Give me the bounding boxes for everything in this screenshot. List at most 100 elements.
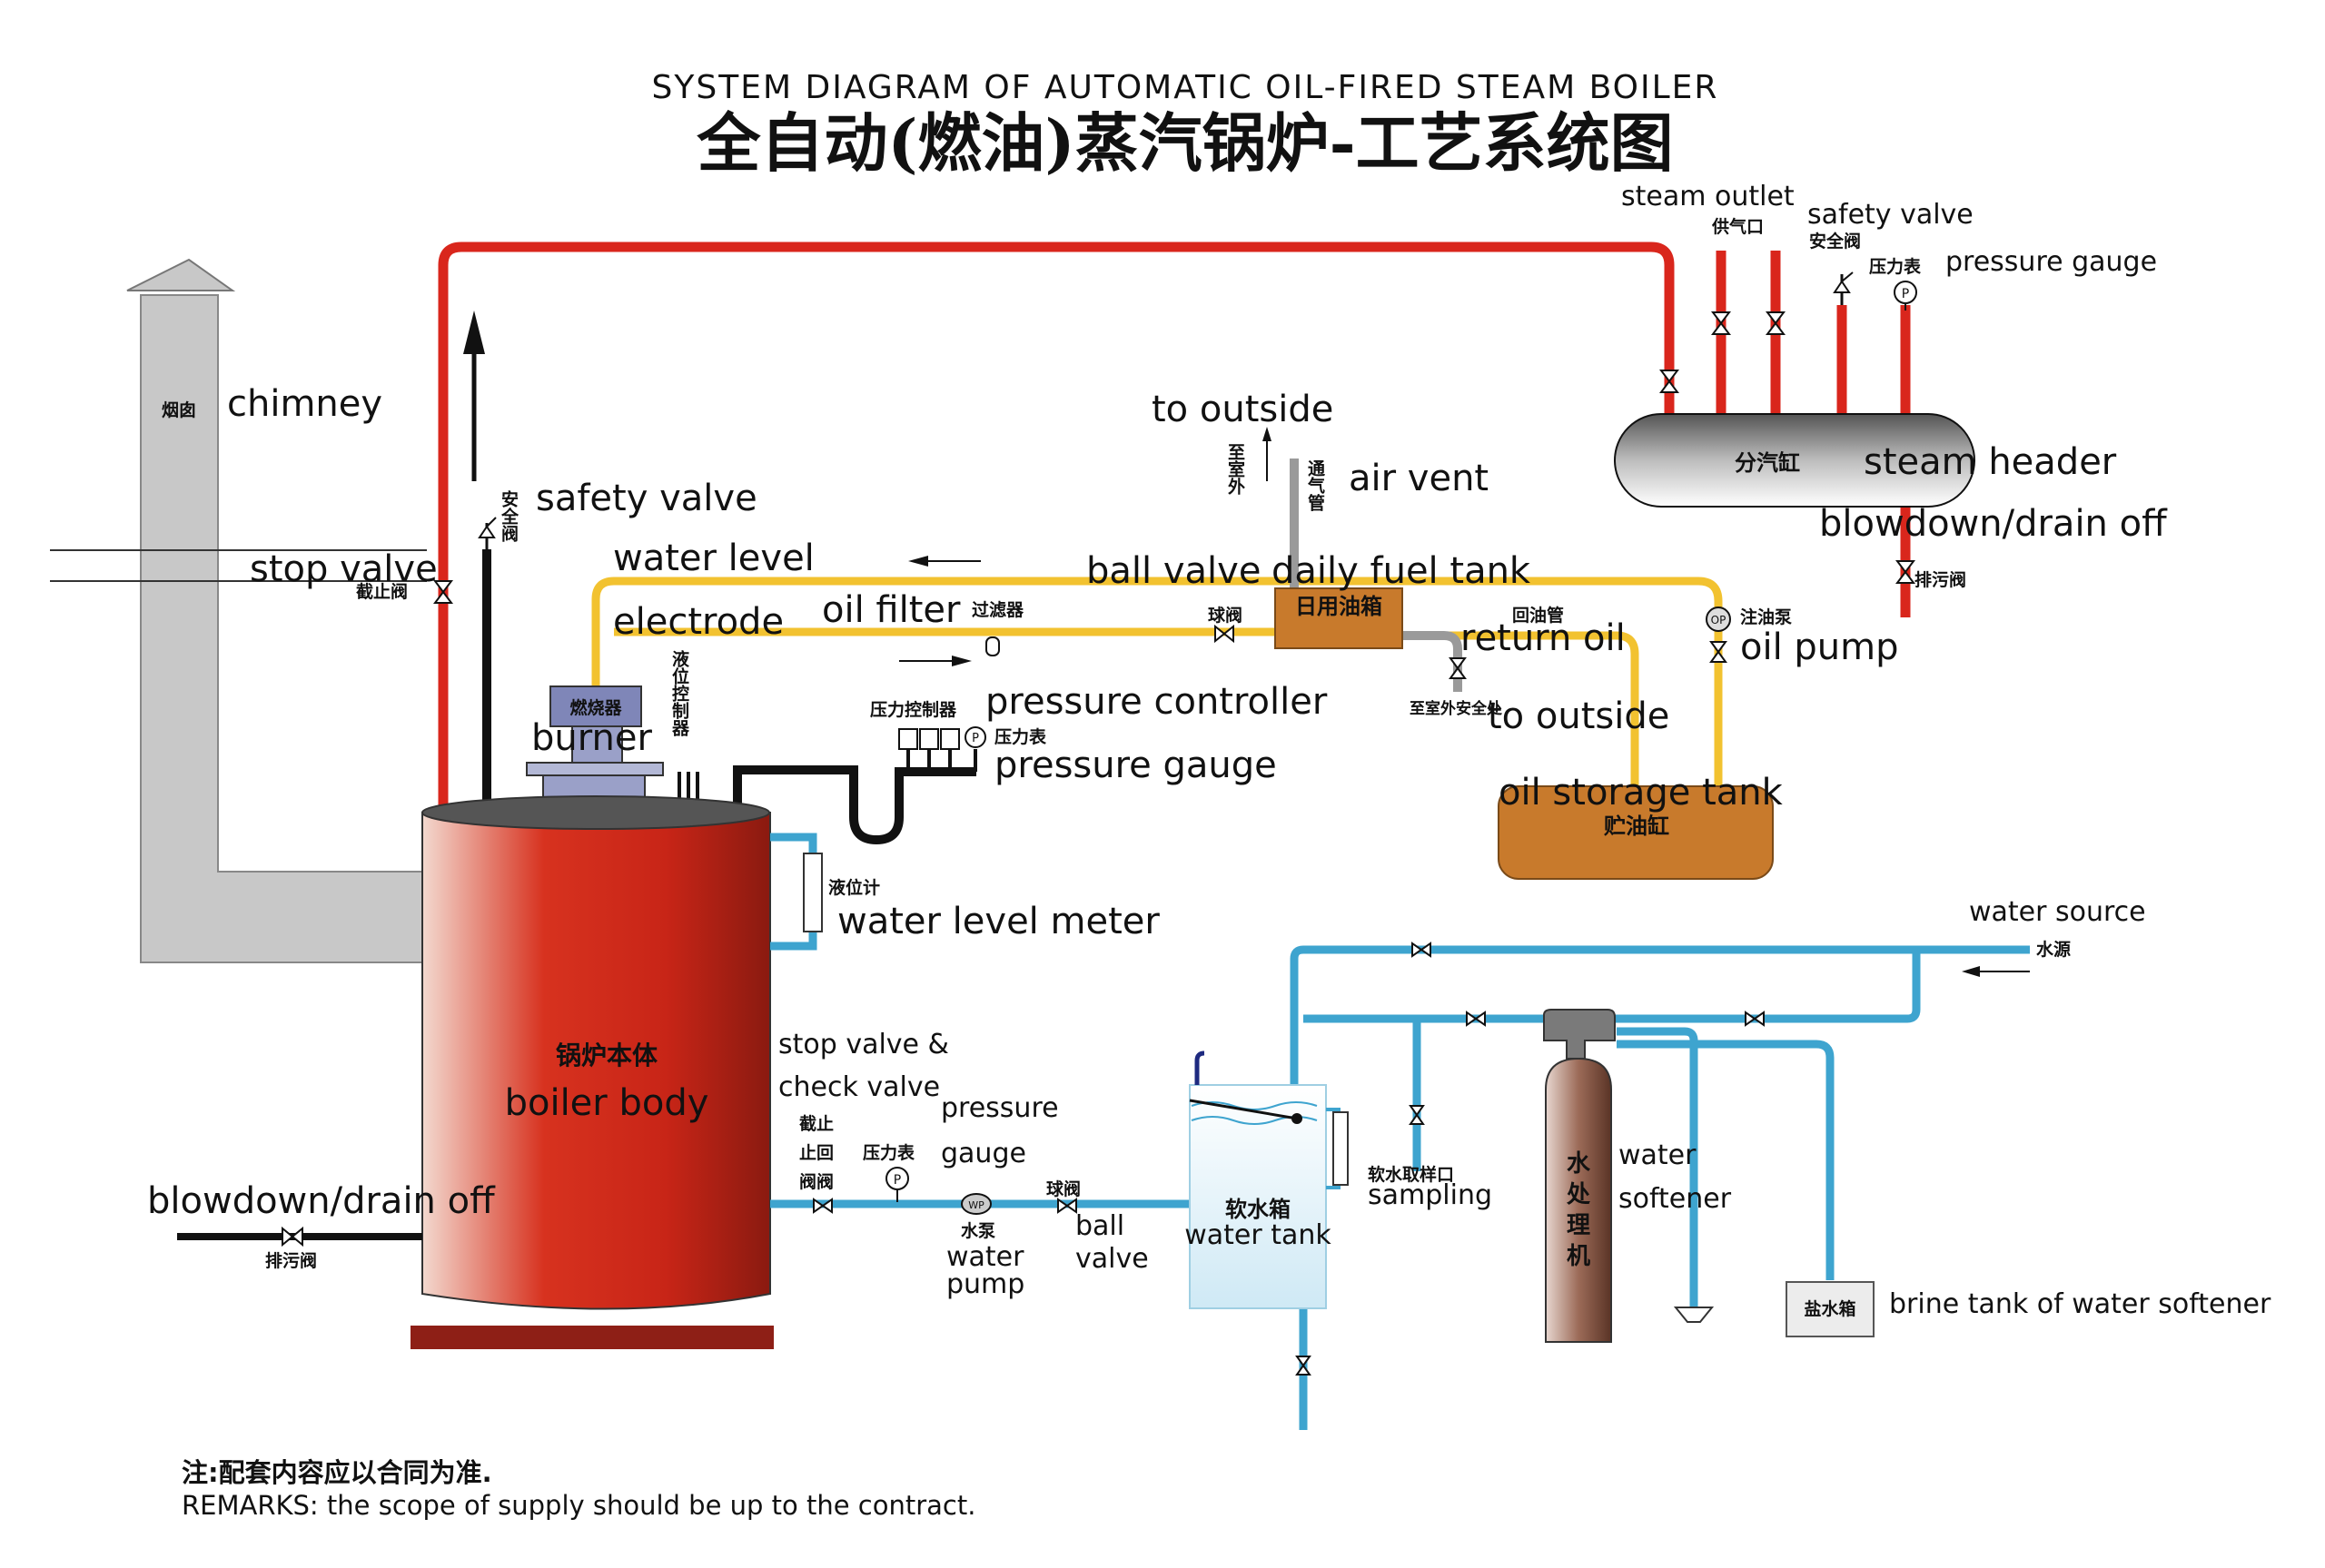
stop-valve-label-cn: 截止阀 (356, 581, 408, 602)
stop-check-label-cn3: 阀阀 (799, 1171, 834, 1192)
boiler-body-label-cn: 锅炉本体 (556, 1040, 658, 1070)
air-vent-label: air vent (1349, 458, 1489, 499)
chimney-label-cn: 烟囱 (162, 399, 196, 420)
burner-label: burner (531, 717, 652, 759)
stop-check-valve-icon[interactable] (813, 1198, 833, 1214)
safety-valve-label: safety valve (536, 478, 757, 519)
chimney (50, 258, 428, 963)
softener-label-1: water (1618, 1139, 1697, 1171)
arrow-right-icon (899, 656, 972, 666)
pressure-controller-label: pressure controller (985, 681, 1328, 723)
softener-label-2: softener (1618, 1183, 1732, 1215)
remarks-chinese: 注:配套内容应以合同为准. (182, 1457, 492, 1488)
header-gauge-label-cn: 压力表 (1869, 256, 1922, 277)
oil-pump-label: oil pump (1740, 626, 1899, 668)
softener-label-cn-1: 水 (1567, 1150, 1591, 1178)
title-chinese: 全自动(燃油)蒸汽锅炉-工艺系统图 (696, 105, 1673, 181)
water-tank-label: water tank (1184, 1219, 1331, 1251)
valve-icon[interactable] (1409, 1105, 1425, 1125)
stop-check-label-line2: check valve (778, 1071, 940, 1103)
valve-icon[interactable] (1659, 370, 1679, 393)
valve-icon[interactable] (1466, 1011, 1486, 1027)
svg-text:P: P (1902, 287, 1909, 301)
stop-check-label-cn2: 止回 (799, 1143, 834, 1163)
water-pump-icon[interactable]: WP (961, 1193, 992, 1215)
steam-header-label: steam header (1864, 441, 2117, 483)
ball-valve-label: ball valve (1086, 550, 1261, 592)
valve-icon[interactable] (1411, 942, 1431, 958)
oil-storage-tank-label: oil storage tank (1499, 772, 1784, 814)
remarks-english: REMARKS: the scope of supply should be u… (182, 1490, 975, 1521)
feed-ball-label-cn: 球阀 (1046, 1178, 1081, 1199)
drain-valve-label-cn: 排污阀 (265, 1250, 317, 1271)
softener-label-cn-3: 理 (1567, 1212, 1590, 1239)
boiler-body-label: boiler body (505, 1082, 709, 1124)
safety-valve-label-cn: 安全阀 (499, 489, 519, 543)
stop-check-label-cn1: 截止 (799, 1113, 834, 1134)
to-outside-safe-label-cn: 至室外安全处 (1410, 699, 1503, 718)
header-blowdown-label: blowdown/drain off (1819, 503, 2168, 545)
arrow-up-icon (463, 311, 485, 481)
ball-valve-icon[interactable] (1214, 624, 1234, 644)
oil-filter-label: oil filter (822, 589, 961, 631)
oil-storage-tank (1498, 785, 1774, 880)
steam-outlet-label: steam outlet (1621, 181, 1795, 212)
ball-valve-label-cn: 球阀 (1208, 605, 1242, 626)
burner (526, 685, 664, 807)
stop-valve-icon[interactable] (433, 580, 453, 604)
water-tank-label-cn: 软水箱 (1225, 1197, 1291, 1222)
header-safety-valve-label: safety valve (1807, 199, 1974, 231)
drain-valve-icon[interactable] (282, 1226, 303, 1247)
sampling-label-cn: 软水取样口 (1368, 1164, 1454, 1185)
svg-text:WP: WP (968, 1199, 984, 1211)
oil-pump-icon[interactable]: OP (1706, 606, 1731, 632)
valve-icon[interactable] (1449, 657, 1467, 679)
valve-icon[interactable] (1745, 1011, 1765, 1027)
pressure-controller[interactable] (898, 728, 977, 772)
arrow-up-icon (1262, 427, 1271, 481)
blowdown-label: blowdown/drain off (147, 1180, 496, 1222)
pressure-gauge-icon: P (885, 1167, 909, 1202)
oil-storage-tank-label-cn: 贮油缸 (1603, 814, 1669, 839)
stop-check-label-line1: stop valve & (778, 1029, 949, 1060)
safety-valve-icon[interactable] (478, 517, 497, 550)
pressure-gauge-icon: P (1894, 281, 1917, 311)
return-oil-label: return oil (1460, 617, 1626, 659)
title-english: SYSTEM DIAGRAM OF AUTOMATIC OIL-FIRED ST… (652, 69, 1719, 106)
valve-icon[interactable] (1766, 311, 1786, 335)
water-softener (1543, 1009, 1616, 1343)
feed-pressure-label-1: pressure (941, 1092, 1059, 1124)
chimney-label: chimney (227, 383, 382, 425)
arrow-left-icon (908, 556, 981, 567)
valve-icon[interactable] (1295, 1356, 1311, 1376)
oil-pump-label-cn: 注油泵 (1740, 606, 1792, 627)
steam-header (1614, 413, 1975, 508)
water-level-meter[interactable] (803, 853, 823, 932)
oil-filter-icon[interactable] (985, 636, 1000, 656)
softener-label-cn-2: 处 (1566, 1181, 1590, 1208)
pressure-controller-label-cn: 压力控制器 (870, 699, 957, 720)
valve-icon[interactable] (1709, 641, 1727, 663)
softener-label-cn-4: 机 (1567, 1243, 1590, 1270)
return-oil-pipe (1443, 631, 1462, 692)
to-outside-label: to outside (1488, 695, 1669, 737)
valve-icon[interactable] (1711, 311, 1731, 335)
water-pump-label-cn: 水泵 (961, 1221, 995, 1241)
to-outside-label: to outside (1152, 389, 1333, 430)
feed-ball-label-1: ball (1075, 1210, 1124, 1242)
feed-ball-label-2: valve (1075, 1243, 1149, 1275)
header-safety-valve-label-cn: 安全阀 (1809, 231, 1861, 251)
water-pump-label-2: pump (946, 1268, 1024, 1300)
oil-filter-label-cn: 过滤器 (972, 600, 1024, 620)
brine-tank-label: brine tank of water softener (1889, 1288, 2271, 1320)
steam-header-label-cn: 分汽缸 (1735, 450, 1800, 476)
water-level-label: water level (613, 537, 815, 579)
valve-icon[interactable] (1895, 560, 1915, 584)
vent-pipe-label-cn: 通气管 (1305, 459, 1326, 512)
svg-text:OP: OP (1711, 614, 1726, 626)
safety-valve-icon[interactable] (1833, 271, 1854, 305)
ball-valve-icon[interactable] (1057, 1198, 1077, 1214)
water-pump-label-1: water (946, 1241, 1024, 1273)
electrode-label: electrode (613, 601, 784, 643)
svg-text:P: P (894, 1173, 901, 1188)
